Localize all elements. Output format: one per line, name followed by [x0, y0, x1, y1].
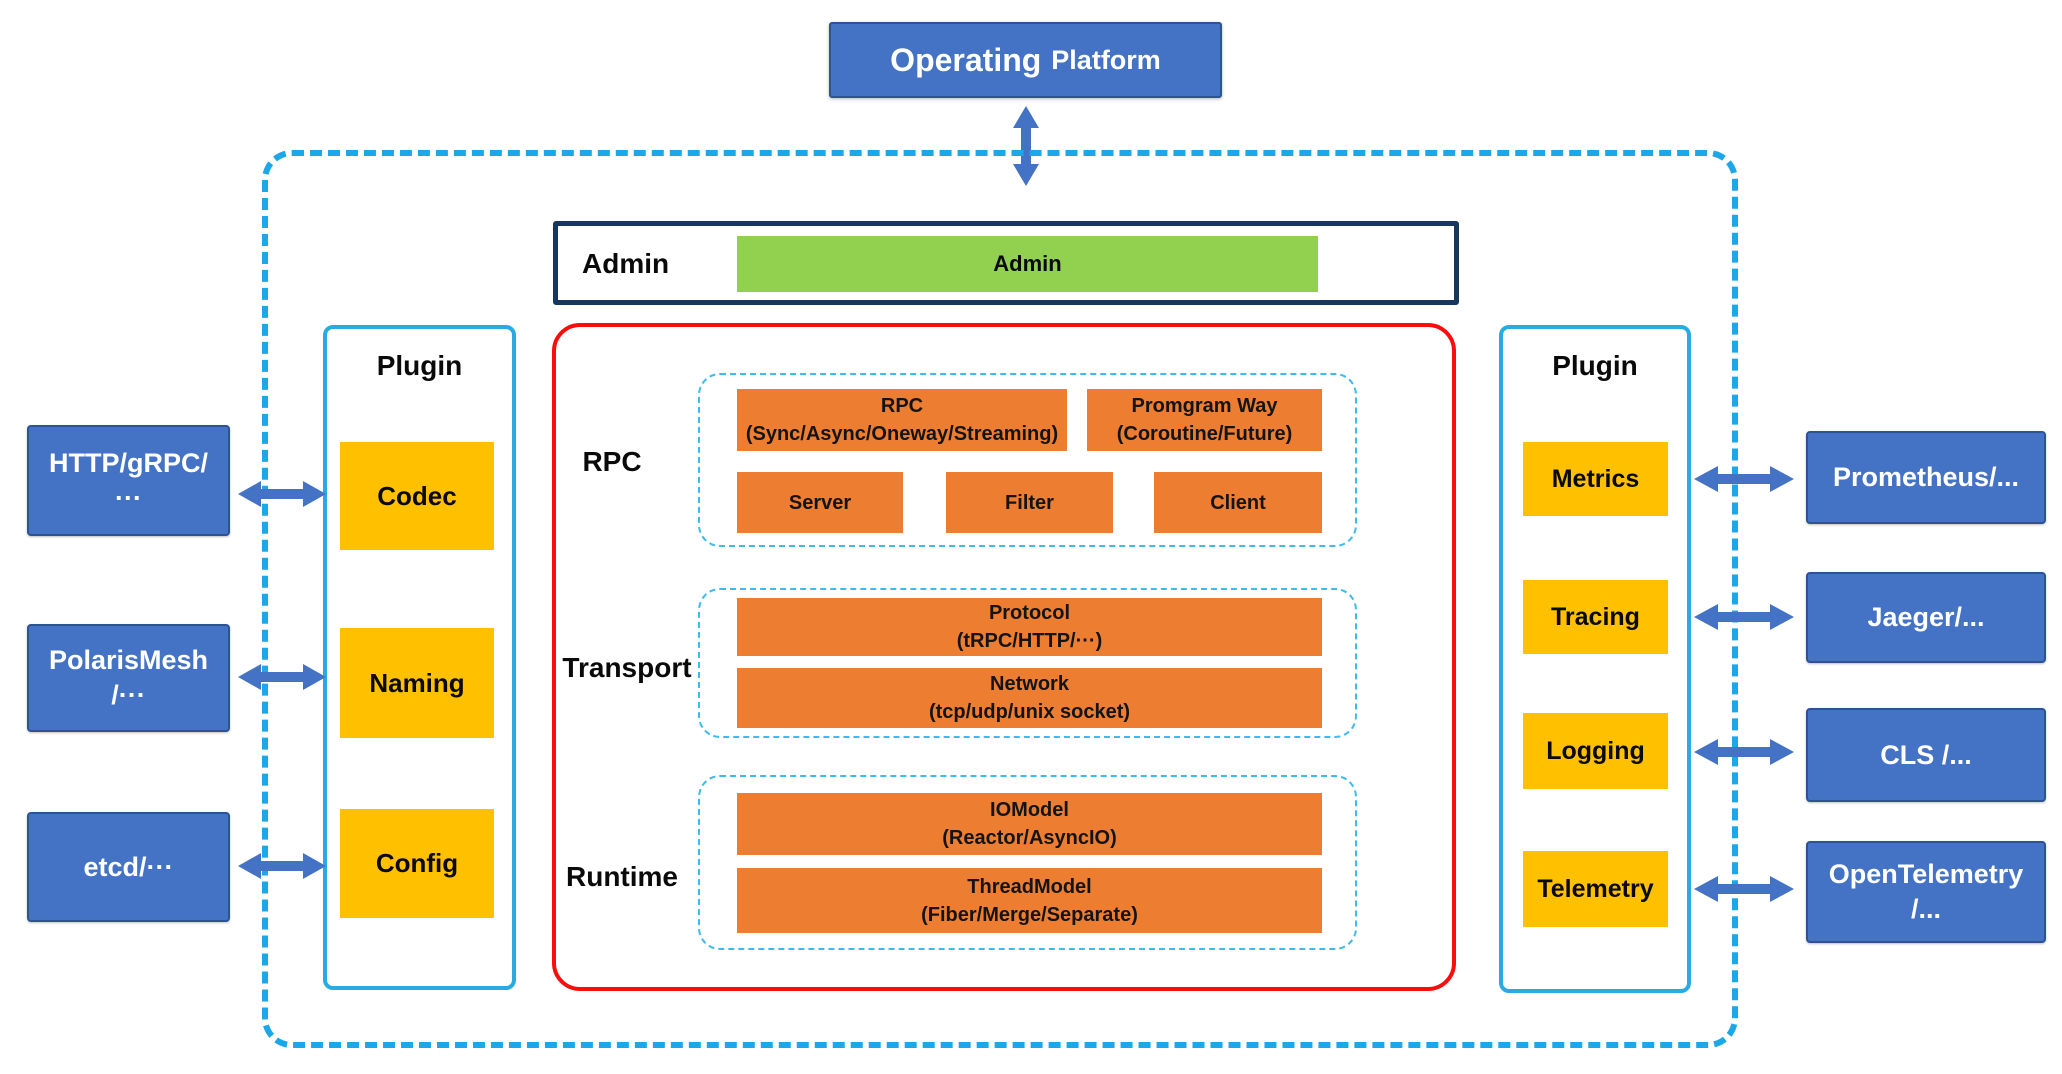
program-way-box: Promgram Way (Coroutine/Future)	[1087, 389, 1322, 451]
tracing-box: Tracing	[1523, 580, 1668, 654]
iomodel-box: IOModel (Reactor/AsyncIO)	[737, 793, 1322, 855]
rpc-call-modes-line2: (Sync/Async/Oneway/Streaming)	[745, 423, 1059, 445]
vertical-double-arrow-icon	[1013, 106, 1039, 186]
polarismesh-line2: /···	[111, 680, 146, 710]
core-boundary	[552, 323, 1456, 991]
opentelemetry-line2: /...	[1910, 894, 1941, 924]
http-grpc-box: HTTP/gRPC/ ···	[27, 425, 230, 536]
opentelemetry-line1: OpenTelemetry	[1828, 859, 2024, 890]
config-etcd-arrow-icon	[238, 853, 326, 879]
etcd-box: etcd/···	[27, 812, 230, 922]
section-label-runtime: Runtime	[566, 861, 678, 892]
protocol-line1: Protocol	[988, 602, 1071, 624]
jaeger-line1: Jaeger/...	[1867, 602, 1985, 633]
operating-platform-label-primary: Operating	[890, 41, 1042, 78]
cls-line1: CLS /...	[1880, 739, 1972, 770]
client-box: Client	[1154, 472, 1322, 533]
admin-bar-text: Admin	[993, 251, 1062, 276]
prometheus-box: Prometheus/...	[1806, 431, 2046, 524]
etcd-line1: etcd/···	[83, 851, 174, 882]
left-plugin-title: Plugin	[376, 350, 463, 381]
metrics-prometheus-arrow-icon	[1694, 466, 1794, 492]
http-grpc-line2: ···	[115, 482, 142, 513]
rpc-call-modes-line1: RPC	[880, 395, 924, 417]
network-line2: (tcp/udp/unix socket)	[928, 701, 1131, 723]
framework-boundary	[262, 150, 1738, 1048]
program-way-line2: (Coroutine/Future)	[1116, 423, 1293, 445]
http-grpc-line1: HTTP/gRPC/	[49, 447, 208, 478]
polarismesh-line1: PolarisMesh	[48, 645, 209, 676]
threadmodel-line1: ThreadModel	[967, 875, 1092, 898]
filter-box: Filter	[946, 472, 1113, 533]
telemetry-opentelemetry-arrow-icon	[1694, 876, 1794, 902]
admin-bar: Admin	[737, 236, 1318, 292]
opentelemetry-box: OpenTelemetry /...	[1806, 841, 2046, 943]
section-label-rpc: RPC	[582, 446, 642, 477]
naming-box: Naming	[340, 628, 494, 738]
network-box: Network (tcp/udp/unix socket)	[737, 668, 1322, 728]
polarismesh-box: PolarisMesh /···	[27, 624, 230, 732]
logging-box: Logging	[1523, 713, 1668, 789]
transport-section-container	[698, 588, 1357, 738]
operating-platform-label-secondary: Platform	[1051, 44, 1161, 75]
jaeger-box: Jaeger/...	[1806, 572, 2046, 663]
tracing-jaeger-arrow-icon	[1694, 604, 1794, 630]
admin-label-text: Admin	[582, 248, 670, 279]
threadmodel-box: ThreadModel (Fiber/Merge/Separate)	[737, 868, 1322, 933]
network-line1: Network	[990, 673, 1069, 695]
admin-label: Admin	[582, 236, 669, 292]
section-label-transport: Transport	[562, 652, 692, 683]
naming-polarismesh-arrow-icon	[238, 664, 326, 690]
protocol-box: Protocol (tRPC/HTTP/···)	[737, 598, 1322, 656]
telemetry-box: Telemetry	[1523, 851, 1668, 927]
prometheus-line1: Prometheus/...	[1832, 462, 2020, 493]
operating-platform-box: Operating Platform	[829, 22, 1222, 98]
right-plugin-title: Plugin	[1552, 350, 1638, 381]
server-box: Server	[737, 472, 903, 533]
codec-box: Codec	[340, 442, 494, 550]
iomodel-line1: IOModel	[990, 799, 1069, 821]
rpc-call-modes-box: RPC (Sync/Async/Oneway/Streaming)	[737, 389, 1067, 451]
iomodel-line2: (Reactor/AsyncIO)	[942, 827, 1117, 849]
codec-http-arrow-icon	[238, 481, 326, 507]
cls-box: CLS /...	[1806, 708, 2046, 802]
metrics-box: Metrics	[1523, 442, 1668, 516]
rpc-section-container	[698, 373, 1357, 547]
protocol-line2: (tRPC/HTTP/···)	[956, 630, 1103, 652]
logging-cls-arrow-icon	[1694, 739, 1794, 765]
threadmodel-line2: (Fiber/Merge/Separate)	[921, 903, 1138, 926]
runtime-section-container	[698, 775, 1357, 950]
program-way-line1: Promgram Way	[1131, 395, 1278, 417]
config-box: Config	[340, 809, 494, 918]
